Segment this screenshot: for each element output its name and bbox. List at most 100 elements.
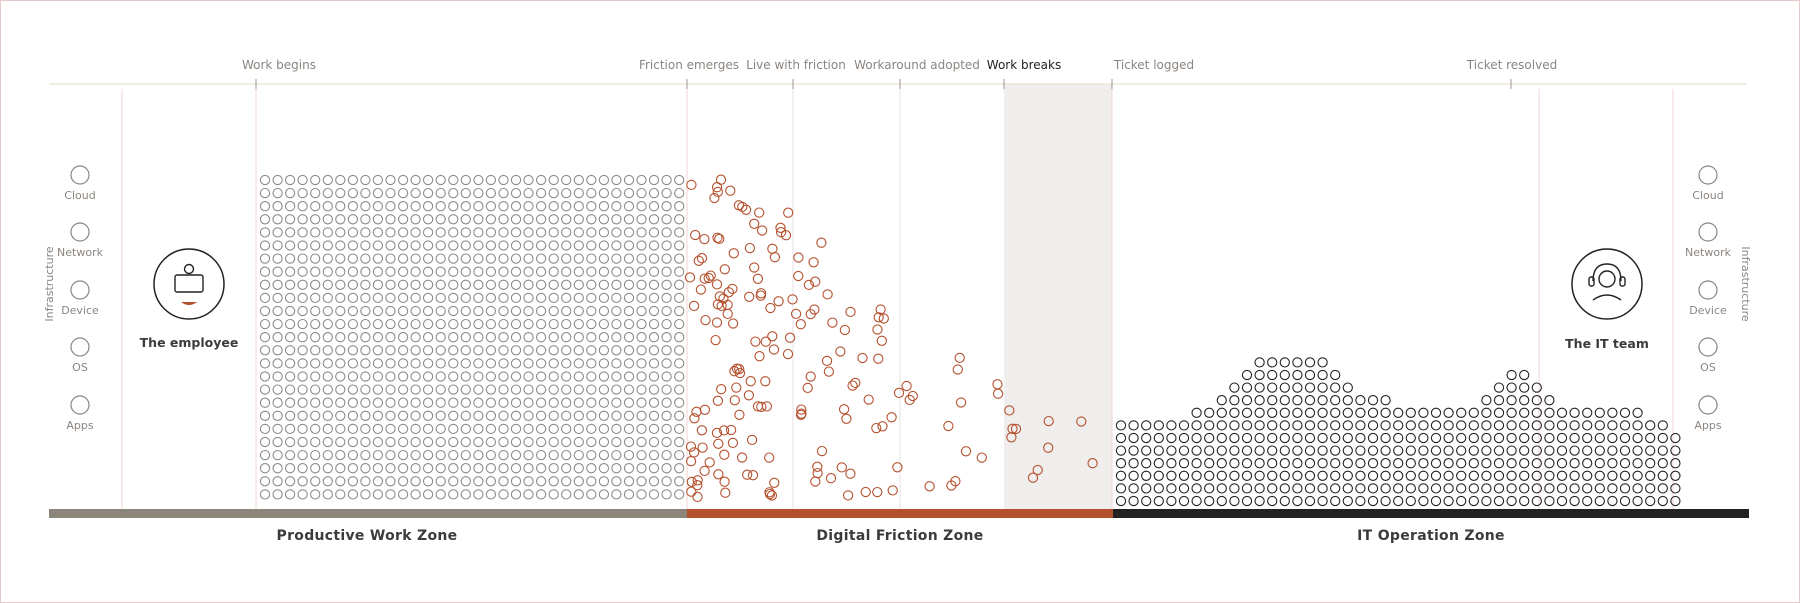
it-operation-dot	[1254, 395, 1265, 406]
productive-work-dot	[674, 174, 685, 186]
productive-work-dot	[598, 279, 610, 290]
friction-dot	[711, 427, 723, 439]
productive-work-dot	[360, 227, 371, 238]
productive-work-dot	[322, 463, 333, 474]
it-operation-dot	[1493, 395, 1505, 406]
it-operation-dot	[1355, 495, 1366, 507]
productive-work-dot	[473, 384, 484, 395]
it-operation-dot	[1519, 483, 1530, 494]
it-operation-dot	[1481, 432, 1492, 444]
productive-work-dot	[335, 201, 346, 212]
productive-work-dot	[385, 187, 396, 199]
it-operation-dot	[1279, 357, 1290, 368]
productive-work-dot	[347, 476, 359, 487]
it-operation-dot	[1292, 382, 1303, 393]
productive-work-dot	[498, 253, 509, 264]
productive-work-dot	[586, 332, 597, 343]
friction-dot	[1076, 416, 1087, 427]
productive-work-dot	[485, 214, 497, 225]
productive-work-dot	[310, 436, 321, 448]
productive-work-dot	[535, 397, 547, 408]
productive-work-dot	[561, 371, 572, 382]
productive-work-dot	[510, 358, 522, 369]
it-operation-dot	[1355, 483, 1366, 494]
productive-work-dot	[623, 436, 635, 448]
productive-work-dots	[259, 174, 685, 500]
it-operation-dot	[1128, 445, 1139, 456]
friction-dot	[835, 346, 846, 357]
productive-work-dot	[523, 345, 534, 356]
productive-work-dot	[360, 397, 371, 408]
friction-dot	[712, 186, 723, 198]
it-operation-dot	[1267, 458, 1278, 469]
friction-dot	[790, 308, 802, 320]
productive-work-dot	[335, 266, 346, 277]
friction-dot	[760, 336, 771, 347]
productive-work-dot	[284, 476, 296, 487]
milestone-workaround-adopted: Workaround adopted	[854, 58, 980, 72]
it-operation-dot	[1393, 470, 1404, 481]
productive-work-dot	[448, 410, 459, 421]
productive-work-dot	[510, 436, 522, 448]
productive-work-dot	[661, 253, 672, 264]
productive-work-dot	[636, 476, 647, 487]
it-operation-dot	[1556, 420, 1568, 431]
it-operation-dot	[1166, 495, 1177, 507]
productive-work-dot	[347, 371, 359, 382]
productive-work-dot	[410, 201, 421, 212]
productive-work-dot	[648, 371, 660, 382]
productive-work-dot	[674, 449, 685, 461]
it-operation-dot	[1191, 483, 1202, 494]
it-operation-dot	[1556, 483, 1568, 494]
friction-dot	[760, 376, 771, 387]
productive-work-dot	[410, 174, 421, 186]
productive-work-dot	[347, 292, 359, 304]
productive-work-dot	[422, 410, 434, 421]
productive-work-dot	[523, 187, 534, 199]
productive-work-dot	[372, 410, 384, 421]
it-operation-dot	[1493, 432, 1505, 444]
productive-work-dot	[586, 489, 597, 500]
it-operation-dot	[1254, 357, 1265, 368]
productive-work-dot	[460, 397, 471, 408]
friction-dot	[810, 276, 821, 287]
productive-work-dot	[648, 318, 660, 330]
productive-work-dot	[674, 292, 685, 304]
it-operation-dot	[1317, 369, 1328, 381]
productive-work-dot	[272, 253, 283, 264]
productive-work-dot	[598, 174, 610, 186]
it-operation-dot	[1267, 369, 1278, 381]
productive-work-dot	[397, 279, 409, 290]
productive-work-dot	[473, 318, 484, 330]
it-operation-dot	[1330, 458, 1341, 469]
it-operation-dot	[1216, 458, 1227, 469]
productive-work-dot	[460, 371, 471, 382]
apps-layer-icon	[1698, 395, 1718, 415]
productive-work-dot	[422, 476, 434, 487]
productive-work-dot	[473, 371, 484, 382]
it-operation-dot	[1330, 483, 1341, 494]
it-operation-dot	[1619, 470, 1631, 481]
productive-work-dot	[347, 253, 359, 264]
productive-work-dot	[586, 410, 597, 421]
it-operation-dot	[1267, 470, 1278, 481]
work-breaks-band	[1004, 84, 1112, 510]
device-layer-icon	[1698, 280, 1718, 300]
productive-work-dot	[498, 463, 509, 474]
friction-dot	[727, 283, 738, 295]
productive-work-dot	[548, 174, 559, 186]
it-operation-dot	[1645, 470, 1656, 481]
productive-work-dot	[510, 292, 522, 304]
productive-work-dot	[573, 476, 584, 487]
productive-work-dot	[372, 292, 384, 304]
productive-work-dot	[473, 397, 484, 408]
it-operation-dot	[1254, 445, 1265, 456]
friction-dot	[729, 366, 740, 377]
it-operation-dot	[1279, 382, 1290, 393]
productive-work-dot	[598, 345, 610, 356]
it-operation-dot	[1607, 495, 1618, 507]
productive-work-dot	[598, 463, 610, 474]
productive-work-dot	[674, 214, 685, 225]
productive-work-dot	[272, 214, 283, 225]
productive-work-dot	[561, 410, 572, 421]
